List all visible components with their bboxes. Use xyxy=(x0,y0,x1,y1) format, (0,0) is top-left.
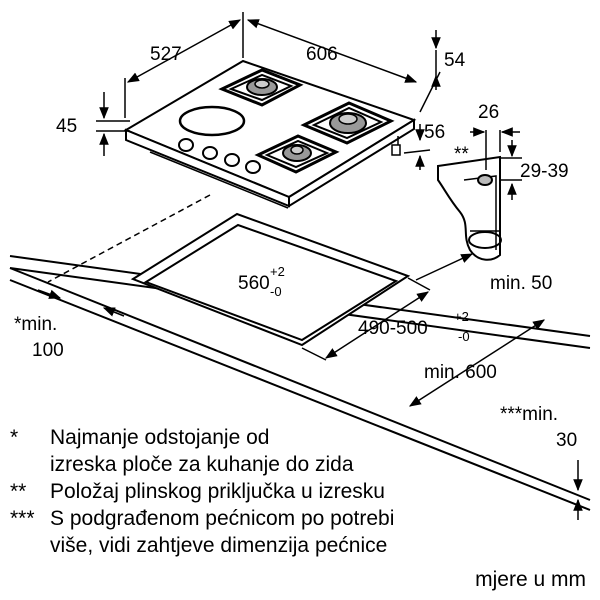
dim-side-offset: 56 xyxy=(424,122,445,143)
cooktop-side-edge xyxy=(288,118,415,208)
notes-legend: * Najmanje odstojanje od izreska ploče z… xyxy=(10,424,600,559)
svg-text:490-500: 490-500 xyxy=(358,318,428,339)
dim-height: 45 xyxy=(56,116,77,137)
dim-width: 606 xyxy=(306,44,338,65)
note-mark xyxy=(10,532,50,559)
dim-cutout-depth: 490-500 +2 -0 xyxy=(358,309,470,344)
note-mark: *** xyxy=(10,507,35,530)
burner-right xyxy=(300,101,395,145)
note-row: izreska ploče za kuhanje do zida xyxy=(10,451,600,478)
units-label: mjere u mm xyxy=(475,568,586,591)
gas-connection-profile xyxy=(437,155,502,261)
note-text: izreska ploče za kuhanje do zida xyxy=(50,453,354,476)
dimension-lines xyxy=(37,12,583,520)
note-text: S podgrađenom pećnicom po potrebi xyxy=(50,507,395,530)
dim-min-wall-label: *min. xyxy=(14,314,57,335)
note-mark: ** xyxy=(10,480,27,503)
note-row: ** Položaj plinskog priključka u izresku xyxy=(10,478,600,505)
dim-connector-offset: 26 xyxy=(478,102,499,123)
dim-min-rear: min. 50 xyxy=(490,273,552,294)
note-text: Položaj plinskog priključka u izresku xyxy=(50,480,385,503)
dim-min-wall-value: 100 xyxy=(32,340,64,361)
dim-connector-height: 29-39 xyxy=(520,161,569,182)
svg-text:-0: -0 xyxy=(458,329,470,344)
svg-text:-0: -0 xyxy=(270,284,282,299)
dim-cutout-width: 560 +2 -0 xyxy=(238,264,285,299)
note-text: više, vidi zahtjeve dimenzija pećnice xyxy=(50,534,388,557)
dim-min-oven-label: ***min. xyxy=(500,404,558,425)
svg-text:+2: +2 xyxy=(270,264,285,279)
note-mark xyxy=(10,451,50,478)
dim-depth: 527 xyxy=(150,44,182,65)
note-row: više, vidi zahtjeve dimenzija pećnice xyxy=(10,532,600,559)
svg-text:+2: +2 xyxy=(454,309,469,324)
control-knobs xyxy=(178,138,261,174)
note-text: Najmanje odstojanje od xyxy=(50,426,270,449)
burner-front xyxy=(254,134,340,174)
dim-top-right: 54 xyxy=(444,50,466,71)
cooktop xyxy=(123,59,417,209)
dim-min-front: min. 600 xyxy=(424,362,497,383)
note-row: * Najmanje odstojanje od xyxy=(10,424,600,451)
svg-text:560: 560 xyxy=(238,273,270,294)
hotplate-ring xyxy=(178,105,246,137)
connector-mark: ** xyxy=(454,144,469,165)
note-mark: * xyxy=(10,426,19,449)
dim-min-oven-value: 30 xyxy=(556,430,577,451)
note-row: *** S podgrađenom pećnicom po potrebi xyxy=(10,505,600,532)
